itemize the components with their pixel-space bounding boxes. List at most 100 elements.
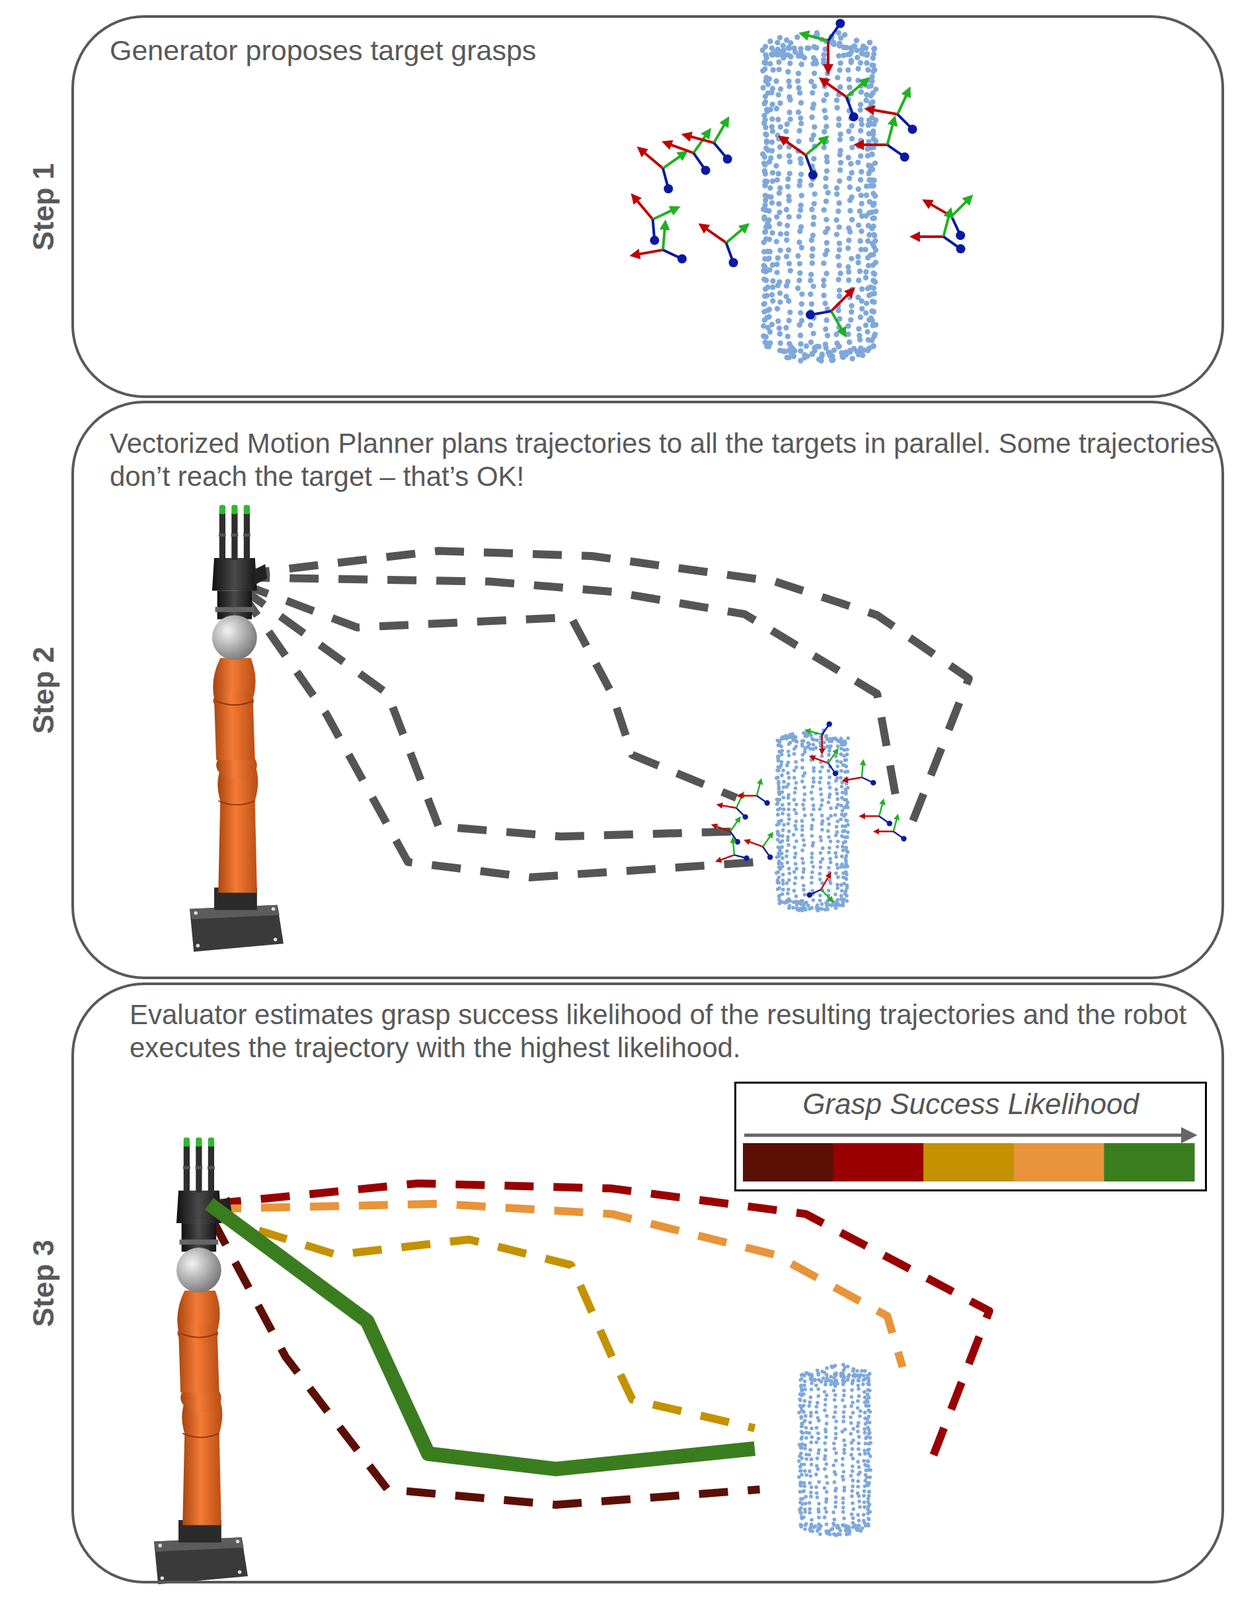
cloud-point bbox=[863, 269, 869, 275]
cloud-point bbox=[829, 903, 834, 908]
cloud-point bbox=[857, 208, 863, 214]
cloud-point bbox=[809, 105, 815, 111]
cloud-point bbox=[815, 1400, 820, 1405]
frame-axis bbox=[844, 777, 862, 781]
cloud-point bbox=[803, 1378, 808, 1383]
cloud-point bbox=[794, 802, 799, 807]
cloud-point bbox=[846, 269, 852, 275]
cloud-point bbox=[832, 1415, 837, 1420]
cloud-point bbox=[799, 1445, 804, 1450]
cloud-point bbox=[787, 877, 792, 882]
cloud-point bbox=[770, 278, 776, 284]
cloud-point bbox=[787, 60, 793, 67]
cloud-point bbox=[849, 1403, 854, 1408]
cloud-point bbox=[816, 1386, 821, 1391]
point-cloud bbox=[797, 1362, 873, 1537]
cloud-point bbox=[769, 116, 775, 122]
cloud-point bbox=[855, 277, 862, 283]
cloud-point bbox=[775, 116, 781, 123]
cloud-point bbox=[828, 859, 833, 864]
cloud-point bbox=[820, 282, 827, 289]
grasp-frame bbox=[844, 761, 876, 786]
robot-sphere bbox=[176, 1247, 222, 1293]
cloud-point bbox=[781, 47, 787, 53]
cloud-point bbox=[842, 1374, 847, 1379]
cloud-point bbox=[781, 872, 786, 877]
cloud-point bbox=[832, 1479, 837, 1484]
cloud-point bbox=[793, 855, 798, 860]
cloud-point bbox=[848, 57, 854, 63]
robot-fingertip bbox=[219, 504, 226, 515]
robot-finger bbox=[183, 1145, 190, 1193]
cloud-point bbox=[770, 66, 776, 73]
cloud-point bbox=[773, 269, 780, 275]
cloud-point bbox=[839, 803, 844, 808]
cloud-point bbox=[800, 856, 805, 861]
cloud-point bbox=[785, 784, 790, 789]
cloud-point bbox=[849, 355, 855, 361]
cloud-point bbox=[811, 807, 816, 812]
cloud-point bbox=[775, 282, 781, 289]
cloud-point bbox=[792, 807, 797, 812]
cloud-point bbox=[818, 807, 823, 812]
cloud-point bbox=[838, 775, 843, 780]
cloud-point bbox=[777, 185, 783, 191]
cloud-point bbox=[834, 74, 841, 80]
cloud-point bbox=[804, 1425, 809, 1430]
frame-axis bbox=[926, 201, 952, 217]
cloud-point bbox=[855, 159, 861, 165]
cloud-point bbox=[787, 267, 793, 273]
cloud-point bbox=[864, 329, 870, 335]
cloud-point bbox=[779, 748, 784, 753]
cloud-point bbox=[830, 356, 836, 363]
frame-axis bbox=[665, 142, 694, 153]
cloud-point bbox=[822, 740, 827, 745]
cloud-point bbox=[849, 122, 855, 129]
cloud-point bbox=[809, 855, 814, 860]
cloud-point bbox=[775, 66, 782, 73]
cloud-point bbox=[863, 1368, 868, 1373]
cloud-point bbox=[844, 1532, 849, 1537]
cloud-point bbox=[869, 99, 876, 105]
cloud-point bbox=[778, 806, 783, 811]
cloud-point bbox=[865, 1458, 870, 1463]
cloud-point bbox=[808, 339, 814, 345]
cloud-point bbox=[807, 1480, 812, 1485]
cloud-point bbox=[783, 230, 790, 236]
cloud-point bbox=[871, 45, 878, 51]
cloud-point bbox=[823, 1402, 828, 1407]
frame-dot bbox=[900, 835, 907, 841]
frame-dot bbox=[723, 154, 733, 164]
cloud-point bbox=[820, 797, 825, 802]
cloud-point bbox=[834, 778, 839, 783]
cloud-point bbox=[812, 1378, 817, 1383]
cloud-point bbox=[795, 85, 802, 91]
cloud-point bbox=[810, 797, 815, 802]
cloud-point bbox=[802, 797, 807, 802]
cloud-point bbox=[865, 1399, 870, 1404]
cloud-point bbox=[803, 343, 810, 349]
cloud-point bbox=[809, 245, 815, 252]
grasp-frame bbox=[805, 290, 852, 334]
cloud-point bbox=[827, 795, 832, 800]
cloud-point bbox=[862, 1427, 867, 1431]
cloud-point bbox=[855, 1527, 860, 1532]
cloud-point bbox=[855, 186, 861, 192]
cloud-point bbox=[811, 803, 816, 808]
cloud-point bbox=[849, 1440, 854, 1445]
cloud-point bbox=[785, 247, 792, 253]
grasp-frame bbox=[685, 119, 733, 164]
cloud-point bbox=[857, 177, 864, 183]
cloud-point bbox=[798, 160, 804, 166]
cloud-point bbox=[862, 1499, 867, 1504]
cloud-point bbox=[795, 138, 802, 145]
cloud-point bbox=[799, 291, 805, 297]
cloud-point bbox=[827, 775, 832, 780]
cloud-point bbox=[764, 284, 771, 290]
cloud-point bbox=[794, 819, 799, 824]
cloud-point bbox=[762, 124, 769, 131]
frame-axis bbox=[701, 225, 727, 243]
cloud-point bbox=[861, 1373, 866, 1378]
cloud-point bbox=[857, 1504, 862, 1509]
grasp-frame bbox=[822, 79, 868, 122]
